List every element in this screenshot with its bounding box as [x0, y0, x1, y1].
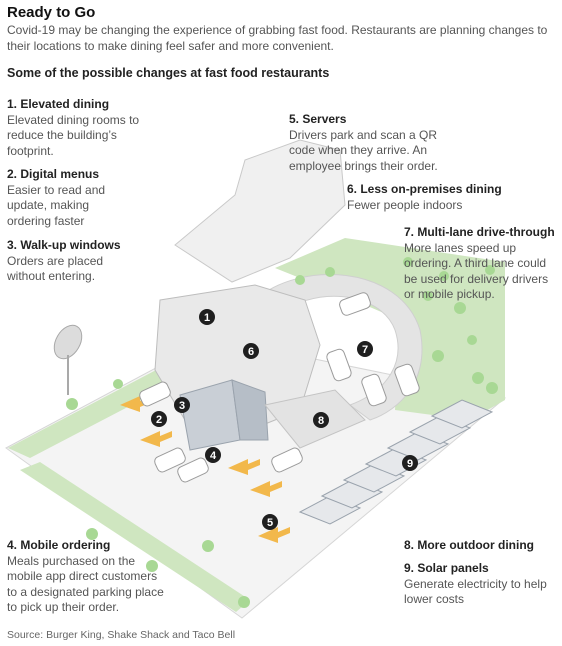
svg-text:9: 9: [407, 458, 413, 470]
solar-panels: [298, 399, 494, 525]
marker-5: 5: [262, 514, 278, 530]
callout-title: 9. Solar panels: [404, 561, 489, 575]
svg-text:7: 7: [362, 344, 368, 356]
callout-text: Elevated dining rooms to reduce the buil…: [7, 112, 140, 158]
street-light: [53, 324, 83, 360]
callout-text: Drivers park and scan a QR code when the…: [289, 127, 438, 173]
callout-title: 8. More outdoor dining: [404, 538, 534, 552]
page-title: Ready to Go: [7, 4, 96, 21]
svg-text:6: 6: [248, 346, 254, 358]
callout-text: Easier to read and update, making orderi…: [7, 182, 106, 228]
callout-elevated-dining: 1. Elevated dining Elevated dining rooms…: [7, 97, 147, 159]
trees: [66, 257, 498, 608]
marker-6: 6: [243, 343, 259, 359]
callout-less-on-premises-dining: 6. Less on-premises dining Fewer people …: [347, 182, 522, 213]
callout-title: 6. Less on-premises dining: [347, 182, 502, 196]
grass-left: [8, 360, 195, 458]
number-markers: 1 2 3 4 5 6 7 8 9: [151, 309, 418, 530]
callout-solar-panels: 9. Solar panels Generate electricity to …: [404, 561, 554, 608]
callout-title: 5. Servers: [289, 112, 347, 126]
callout-title: 3. Walk-up windows: [7, 238, 121, 252]
page-subtitle: Covid-19 may be changing the experience …: [7, 23, 548, 53]
marker-4: 4: [205, 447, 221, 463]
callout-mobile-ordering: 4. Mobile ordering Meals purchased on th…: [7, 538, 167, 616]
svg-text:2: 2: [156, 414, 162, 426]
grass-bottom: [20, 462, 250, 612]
marker-9: 9: [402, 455, 418, 471]
marker-8: 8: [313, 412, 329, 428]
svg-text:4: 4: [210, 450, 217, 462]
callout-more-outdoor-dining: 8. More outdoor dining: [404, 538, 554, 554]
marker-1: 1: [199, 309, 215, 325]
callout-multi-lane-drive-through: 7. Multi-lane drive-through More lanes s…: [404, 225, 558, 303]
callout-title: 4. Mobile ordering: [7, 538, 111, 552]
elevated-dining-room: [174, 139, 346, 283]
svg-text:5: 5: [267, 517, 273, 529]
callout-digital-menus: 2. Digital menus Easier to read and upda…: [7, 167, 117, 229]
svg-text:3: 3: [179, 400, 185, 412]
callout-text: More lanes speed up ordering. A third la…: [404, 240, 549, 302]
marker-2: 2: [151, 411, 167, 427]
callout-servers: 5. Servers Drivers park and scan a QR co…: [289, 112, 461, 174]
callout-title: 1. Elevated dining: [7, 97, 110, 111]
callout-text: Meals purchased on the mobile app direct…: [7, 553, 164, 615]
svg-text:1: 1: [204, 312, 210, 324]
callout-walk-up-windows: 3. Walk-up windows Orders are placed wit…: [7, 238, 132, 285]
source-note: Source: Burger King, Shake Shack and Tac…: [7, 629, 236, 641]
callout-title: 7. Multi-lane drive-through: [404, 225, 555, 239]
marker-3: 3: [174, 397, 190, 413]
section-heading: Some of the possible changes at fast foo…: [7, 66, 330, 80]
callout-text: Generate electricity to help lower costs: [404, 576, 547, 607]
marker-7: 7: [357, 341, 373, 357]
callout-text: Fewer people indoors: [347, 197, 463, 212]
callout-title: 2. Digital menus: [7, 167, 100, 181]
callout-text: Orders are placed without entering.: [7, 253, 104, 284]
cars: [139, 292, 420, 483]
svg-text:8: 8: [318, 415, 324, 427]
